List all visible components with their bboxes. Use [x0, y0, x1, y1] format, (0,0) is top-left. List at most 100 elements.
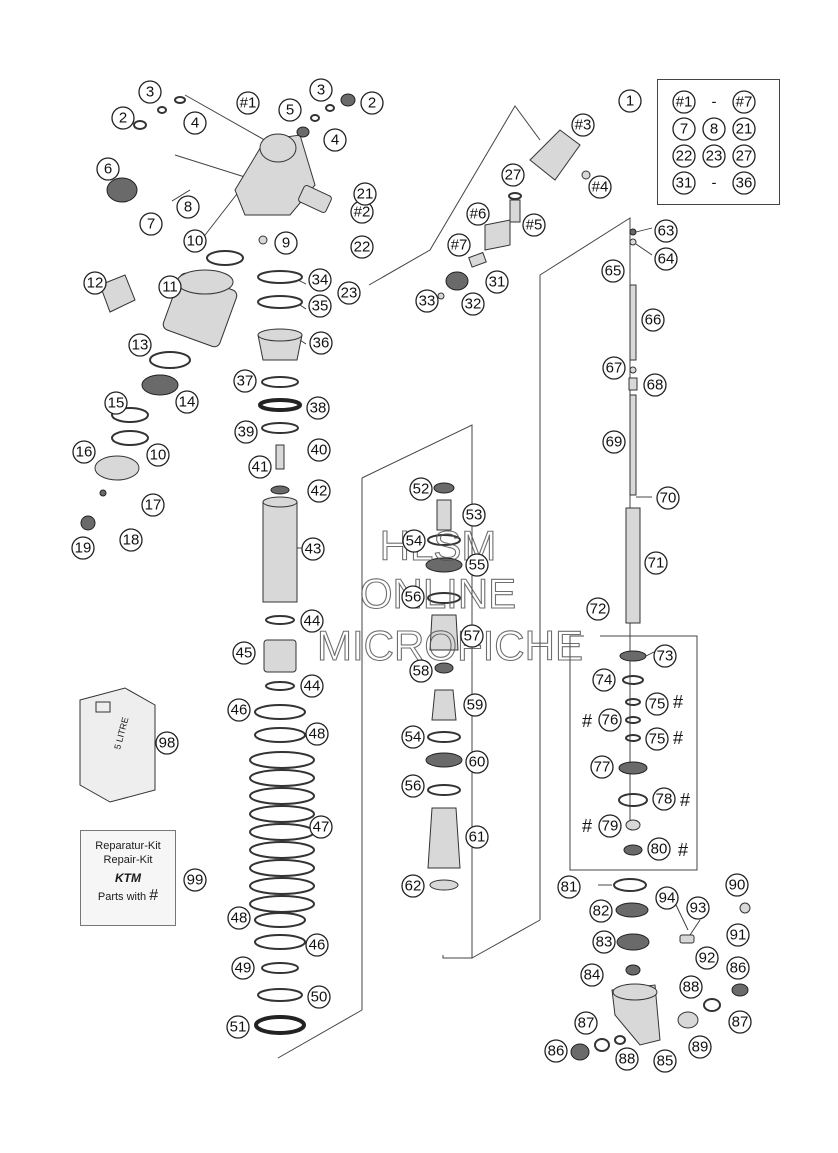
callout-ref-4: #4 [588, 175, 612, 199]
callout-2: 2 [360, 91, 384, 115]
callout-65: 65 [601, 259, 625, 283]
svg-text:86: 86 [548, 1043, 565, 1060]
callout-14: 14 [175, 390, 199, 414]
legend-entry: 23 [702, 144, 726, 168]
repair-kit-hash-mark: # [673, 728, 683, 748]
callout-34: 34 [308, 268, 332, 292]
svg-text:31: 31 [489, 274, 506, 291]
svg-text:42: 42 [311, 483, 328, 500]
callout-ref-7: #7 [447, 233, 471, 257]
repair-kit-hash-mark: # [673, 692, 683, 712]
svg-text:47: 47 [313, 819, 330, 836]
callout-67: 67 [602, 356, 626, 380]
callout-36: 36 [309, 331, 333, 355]
svg-text:43: 43 [305, 541, 322, 558]
svg-text:75: 75 [649, 696, 666, 713]
callout-23: 23 [337, 281, 361, 305]
watermark-line3: MICROFICHE [317, 622, 583, 669]
svg-text:11: 11 [162, 279, 178, 296]
callout-35: 35 [308, 294, 332, 318]
callout-ref-1: #1 [236, 91, 260, 115]
callout-21: 21 [353, 182, 377, 206]
svg-text:75: 75 [649, 731, 666, 748]
callout-60: 60 [465, 750, 489, 774]
callout-37: 37 [233, 369, 257, 393]
svg-text:52: 52 [413, 481, 430, 498]
callout-44: 44 [300, 674, 324, 698]
callout-48: 48 [227, 906, 251, 930]
callout-59: 59 [463, 693, 487, 717]
svg-text:69: 69 [606, 434, 623, 451]
callout-55: 55 [465, 553, 489, 577]
svg-text:22: 22 [676, 148, 693, 165]
callout-41: 41 [248, 455, 272, 479]
svg-text:62: 62 [405, 878, 422, 895]
callout-16: 16 [72, 440, 96, 464]
svg-text:32: 32 [465, 296, 482, 313]
svg-text:36: 36 [313, 335, 330, 352]
svg-text:#7: #7 [451, 237, 468, 254]
svg-text:31: 31 [676, 175, 693, 192]
svg-text:63: 63 [658, 223, 675, 240]
callout-32: 32 [461, 292, 485, 316]
svg-text:87: 87 [732, 1014, 749, 1031]
svg-text:60: 60 [469, 754, 486, 771]
callout-69: 69 [602, 430, 626, 454]
callout-75: 75 [645, 727, 669, 751]
callout-4: 4 [183, 111, 207, 135]
svg-text:39: 39 [238, 424, 255, 441]
svg-text:87: 87 [578, 1015, 595, 1032]
callout-76: 76 [598, 708, 622, 732]
callout-72: 72 [586, 597, 610, 621]
svg-text:#5: #5 [526, 217, 543, 234]
callout-ref-3: #3 [571, 113, 595, 137]
svg-text:27: 27 [736, 148, 753, 165]
svg-text:13: 13 [132, 337, 149, 354]
svg-text:3: 3 [146, 84, 154, 101]
repair-kit-hash-mark: # [582, 816, 592, 836]
svg-text:98: 98 [159, 735, 176, 752]
callout-ref-2: #2 [350, 200, 374, 224]
svg-text:35: 35 [312, 298, 329, 315]
callout-6: 6 [96, 157, 120, 181]
callout-75: 75 [645, 692, 669, 716]
callout-49: 49 [231, 956, 255, 980]
svg-text:40: 40 [311, 442, 328, 459]
svg-text:8: 8 [710, 121, 718, 138]
central-column-parts [249, 270, 315, 1035]
watermark: HLSM ONLINE MICROFICHE [316, 521, 583, 669]
svg-text:89: 89 [692, 1039, 709, 1056]
callout-1: 1 [618, 89, 642, 113]
svg-text:93: 93 [690, 900, 707, 917]
svg-text:4: 4 [331, 132, 339, 149]
spring-47-part [249, 751, 315, 913]
piston-rod-parts [570, 228, 751, 1061]
svg-text:94: 94 [659, 890, 676, 907]
svg-text:#1: #1 [240, 95, 257, 112]
svg-text:33: 33 [419, 293, 436, 310]
callout-64: 64 [654, 247, 678, 271]
svg-text:18: 18 [123, 532, 140, 549]
repair-kit-hash-mark: # [680, 790, 690, 810]
callout-52: 52 [409, 477, 433, 501]
callout-81: 81 [557, 875, 581, 899]
svg-text:27: 27 [505, 167, 522, 184]
svg-text:10: 10 [187, 233, 204, 250]
callout-48: 48 [305, 722, 329, 746]
svg-text:23: 23 [341, 285, 358, 302]
svg-text:50: 50 [311, 989, 328, 1006]
svg-text:2: 2 [368, 95, 376, 112]
callout-38: 38 [306, 396, 330, 420]
svg-text:65: 65 [605, 263, 622, 280]
callout-13: 13 [128, 333, 152, 357]
svg-text:67: 67 [606, 360, 623, 377]
svg-text:73: 73 [657, 648, 674, 665]
svg-text:74: 74 [596, 672, 613, 689]
svg-text:99: 99 [187, 872, 204, 889]
svg-text:80: 80 [651, 841, 668, 858]
callout-7: 7 [139, 212, 163, 236]
svg-text:2: 2 [119, 110, 127, 127]
svg-text:79: 79 [602, 818, 619, 835]
svg-text:46: 46 [231, 702, 248, 719]
